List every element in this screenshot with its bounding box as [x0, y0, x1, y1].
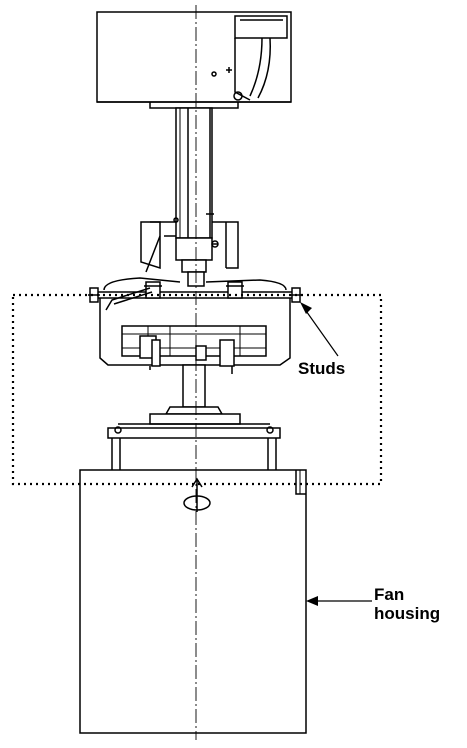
- fan-housing-label-line1: Fan: [374, 585, 405, 604]
- fan-housing-label-line2: housing: [374, 604, 441, 623]
- fan-housing-label: Fan housing: [374, 585, 440, 623]
- top-motor-housing: [96, 11, 292, 103]
- lower-shaft-hub: [107, 364, 281, 470]
- top-base-plate: [149, 102, 239, 109]
- fan-housing-leader: [306, 596, 372, 606]
- studs-leader: [300, 302, 339, 357]
- shaft-column: [175, 107, 214, 239]
- fan-housing: [79, 469, 307, 734]
- studs-label: Studs: [298, 359, 346, 378]
- dotted-enclosure: [11, 293, 383, 486]
